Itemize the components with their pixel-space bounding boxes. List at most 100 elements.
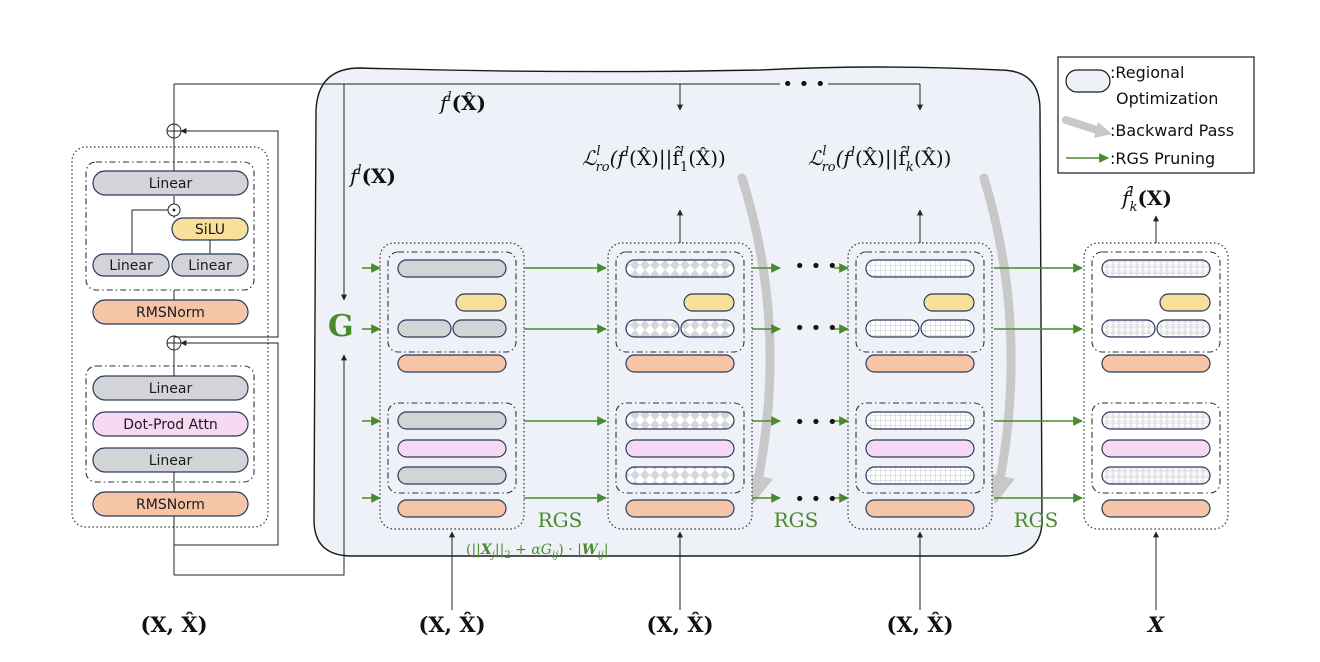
block-pruned-linear-mid bbox=[1101, 411, 1211, 430]
block-step-k-attn bbox=[865, 439, 975, 458]
block-pruned-outer bbox=[1083, 242, 1229, 530]
svg-text:fl(X̂): fl(X̂) bbox=[438, 90, 486, 115]
backward-pass-arrow-1 bbox=[737, 173, 775, 505]
block-pruned-attn bbox=[1101, 439, 1211, 458]
legend-regional-line2: Optimization bbox=[1116, 89, 1218, 108]
legend-regional-line1: :Regional bbox=[1110, 63, 1184, 82]
block-step-k-attn-region bbox=[855, 402, 985, 494]
block-original-rmsnorm-bottom bbox=[397, 499, 507, 518]
bottom-feed-line bbox=[174, 354, 347, 576]
block-pruned-linear-low bbox=[1101, 466, 1211, 485]
block-step-1-silu bbox=[683, 293, 735, 312]
input-label-2: (X, X̂) bbox=[646, 612, 713, 637]
backward-pass-arrow-2 bbox=[979, 173, 1016, 505]
rgs-label-2: RGS bbox=[774, 508, 819, 532]
mlp-region bbox=[85, 161, 255, 291]
block-step-k-mlp-region bbox=[855, 251, 985, 353]
block-pruned-linear-top bbox=[1101, 259, 1211, 278]
dots-row-3: • • • bbox=[794, 412, 837, 433]
block-pruned-rmsnorm-top bbox=[1101, 354, 1211, 373]
silu-box bbox=[171, 217, 249, 241]
block-step-k-outer bbox=[847, 242, 993, 530]
linear-low-box bbox=[92, 447, 249, 473]
block-original-attn bbox=[397, 439, 507, 458]
svg-text:fl(X): fl(X) bbox=[348, 163, 396, 188]
legend-regional-icon bbox=[1065, 69, 1111, 93]
block-pruned-linear-b bbox=[1156, 319, 1211, 338]
block-step-1-linear-a bbox=[625, 319, 680, 338]
block-original-silu bbox=[455, 293, 507, 312]
rmsnorm-top-box bbox=[92, 299, 249, 325]
linear-a-box bbox=[92, 253, 170, 277]
block-pruned-silu bbox=[1159, 293, 1211, 312]
linear-b-box bbox=[171, 253, 249, 277]
block-original-linear-mid bbox=[397, 411, 507, 430]
linear-b-label: Linear bbox=[188, 258, 232, 274]
block-original-linear-a bbox=[397, 319, 452, 338]
dots-row-2: • • • bbox=[794, 318, 837, 339]
input-label-left: (X, X̂) bbox=[140, 612, 207, 637]
dots-row-1: • • • bbox=[794, 256, 837, 277]
rmsnorm-top-label: RMSNorm bbox=[136, 305, 205, 321]
linear-mid-label: Linear bbox=[149, 381, 193, 397]
block-pruned-rmsnorm-bottom bbox=[1101, 499, 1211, 518]
block-step-k-rmsnorm-top bbox=[865, 354, 975, 373]
block-step-k-linear-b bbox=[920, 319, 975, 338]
block-step-k-linear-mid bbox=[865, 411, 975, 430]
linear-mid-box bbox=[92, 375, 249, 401]
left-block-outer bbox=[71, 146, 269, 528]
pruning-blocks bbox=[379, 242, 1229, 530]
linear-a-label: Linear bbox=[109, 258, 153, 274]
block-step-k-rmsnorm-bottom bbox=[865, 499, 975, 518]
block-original-rmsnorm-top bbox=[397, 354, 507, 373]
rgs-pruning-arrows bbox=[362, 263, 1083, 503]
linear-low-label: Linear bbox=[149, 453, 193, 469]
block-step-k-linear-a bbox=[865, 319, 920, 338]
block-step-1-rmsnorm-top bbox=[625, 354, 735, 373]
f-x-label: fl(X) bbox=[348, 163, 396, 188]
rgs-label-1: RGS bbox=[538, 508, 583, 532]
left-decoder-block: Linear SiLU Linear Linear RMSNorm Linear… bbox=[71, 84, 279, 575]
attn-region bbox=[85, 365, 255, 483]
top-dots: • • • bbox=[782, 74, 825, 95]
block-original-linear-low bbox=[397, 466, 507, 485]
block-pruned-attn-region bbox=[1091, 402, 1221, 494]
block-step-1-attn-region bbox=[615, 402, 745, 494]
silu-label: SiLU bbox=[195, 222, 225, 238]
input-label-1: (X, X̂) bbox=[418, 612, 485, 637]
attn-label: Dot-Prod Attn bbox=[123, 417, 218, 433]
legend: :Regional Optimization :Backward Pass :R… bbox=[1057, 56, 1255, 174]
block-step-1-outer bbox=[607, 242, 753, 530]
block-step-1-linear-b bbox=[680, 319, 735, 338]
block-original-linear-b bbox=[452, 319, 507, 338]
rmsnorm-bottom-box bbox=[92, 491, 249, 517]
block-step-1-attn bbox=[625, 439, 735, 458]
g-label: G bbox=[328, 309, 354, 344]
block-step-k-linear-top bbox=[865, 259, 975, 278]
rgs-formula: (||Xj||2 + αGij) · |Wij| bbox=[466, 542, 609, 561]
legend-backward-label: :Backward Pass bbox=[1110, 121, 1234, 140]
legend-backward-icon bbox=[1062, 116, 1104, 135]
block-pruned-linear-a bbox=[1101, 319, 1156, 338]
block-original-linear-top bbox=[397, 259, 507, 278]
block-pruned-mlp-region bbox=[1091, 251, 1221, 353]
block-step-1-linear-top bbox=[625, 259, 735, 278]
block-step-1-linear-low bbox=[625, 466, 735, 485]
linear-top-box bbox=[92, 170, 249, 196]
input-label-out: X bbox=[1146, 612, 1165, 637]
block-original-attn-region bbox=[387, 402, 517, 494]
linear-top-label: Linear bbox=[149, 176, 193, 192]
legend-rgs-label: :RGS Pruning bbox=[1110, 149, 1215, 168]
block-step-1-rmsnorm-bottom bbox=[625, 499, 735, 518]
input-label-3: (X, X̂) bbox=[886, 612, 953, 637]
attn-box bbox=[92, 411, 249, 437]
rgs-label-3: RGS bbox=[1014, 508, 1059, 532]
block-original-mlp-region bbox=[387, 251, 517, 353]
block-step-k-linear-low bbox=[865, 466, 975, 485]
